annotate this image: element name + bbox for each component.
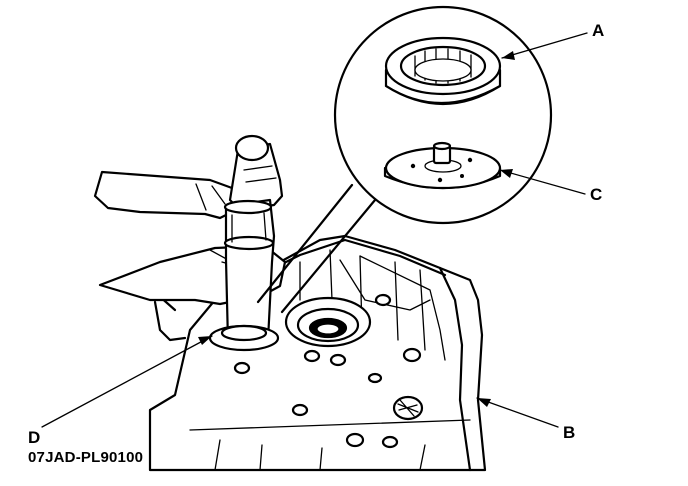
arrowhead-b — [477, 398, 491, 407]
leader-line-d — [41, 335, 213, 428]
callout-d: D — [28, 428, 41, 447]
arrowhead-d — [198, 336, 212, 345]
tool-part-number: 07JAD-PL90100 — [28, 449, 144, 466]
hammer-icon — [228, 134, 284, 212]
roller-bearing-icon — [384, 36, 502, 106]
callout-b: B — [563, 423, 576, 442]
leader-line-c — [499, 169, 586, 195]
driver-tool-icon — [208, 198, 280, 352]
leader-line-b — [476, 397, 559, 428]
callout-c: C — [590, 185, 603, 204]
leader-line-a — [501, 32, 588, 59]
arrowhead-c — [500, 169, 513, 178]
arrowhead-a — [502, 51, 515, 60]
callout-a: A — [592, 21, 605, 40]
driver-attachment-plate-icon — [383, 141, 502, 190]
